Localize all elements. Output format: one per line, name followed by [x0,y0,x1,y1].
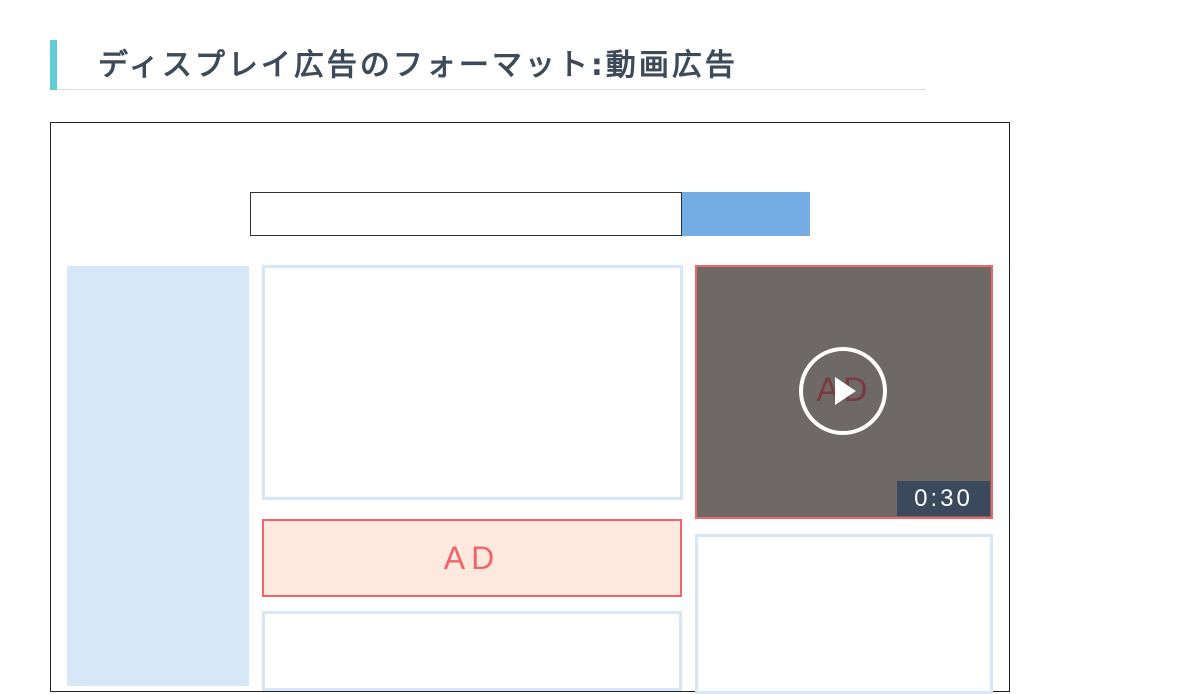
search-input[interactable] [250,192,682,236]
title-underline [57,89,926,90]
content-placeholder-right [695,534,993,694]
content-placeholder-bottom [262,611,682,691]
video-duration-badge: 0:30 [897,481,990,516]
search-button[interactable] [682,192,810,236]
page-title: ディスプレイ広告のフォーマット:動画広告 [98,48,738,83]
banner-ad[interactable]: AD [262,519,682,597]
content-placeholder-top [262,265,683,500]
play-icon[interactable] [798,346,888,436]
video-ad[interactable]: AD 0:30 [695,265,993,519]
title-accent-bar [50,40,57,90]
sidebar-placeholder [67,266,249,686]
